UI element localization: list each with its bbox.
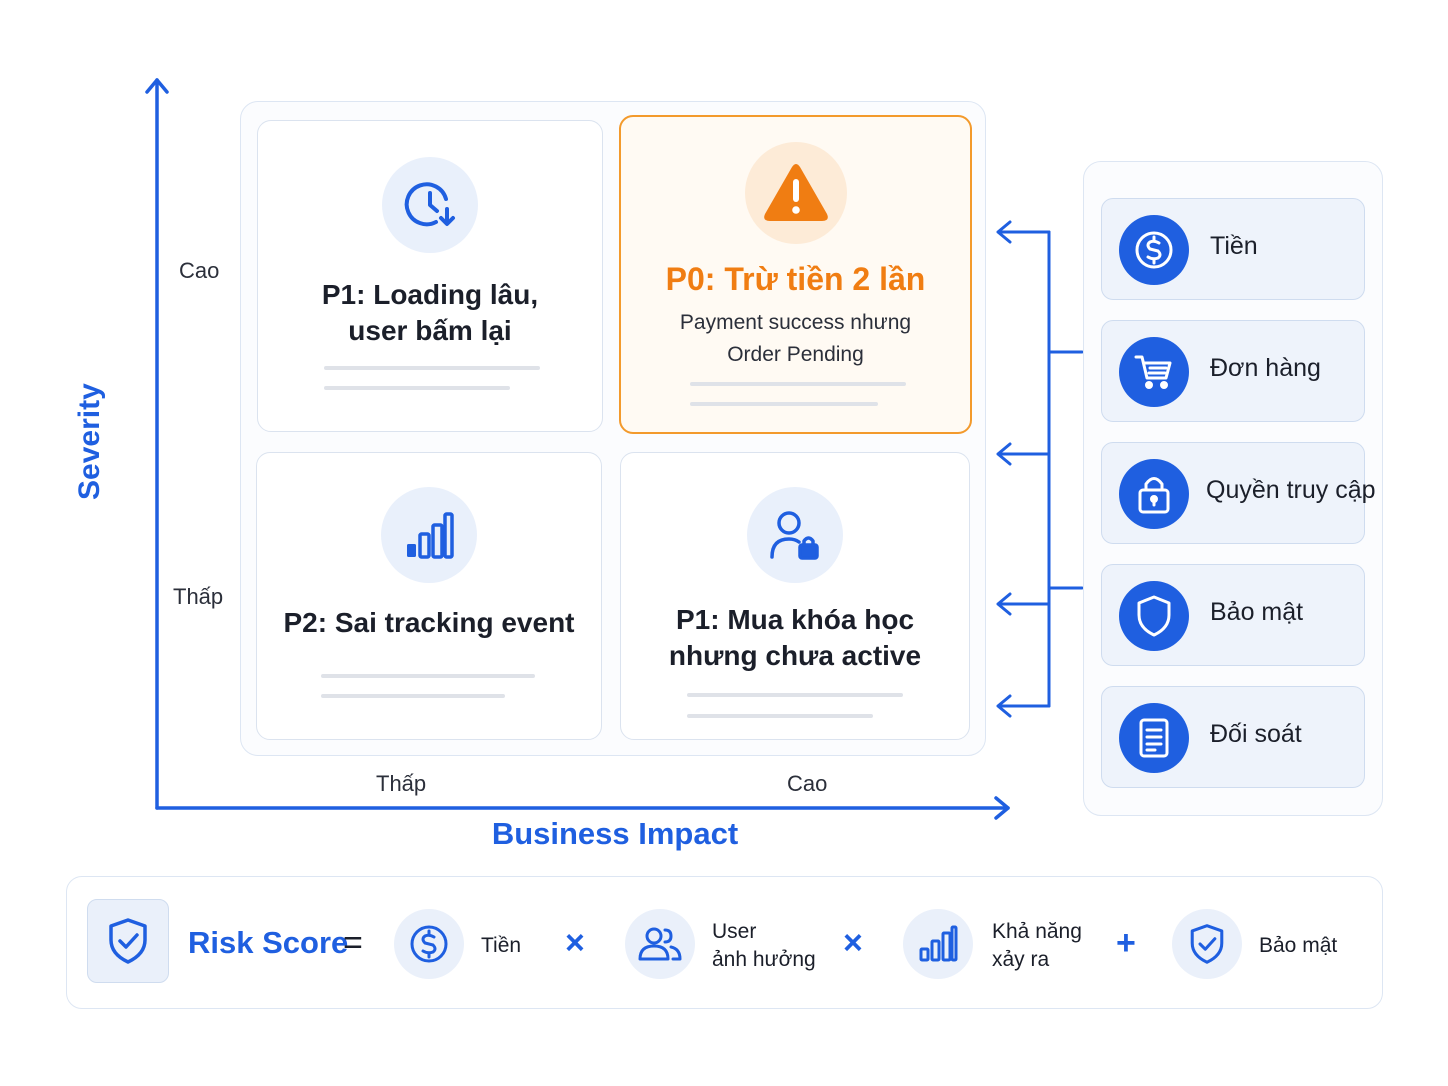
risk-score-formula <box>66 876 1383 1009</box>
shield-icon <box>1119 581 1189 651</box>
x-axis-title: Business Impact <box>491 816 739 851</box>
placeholder-line <box>321 674 535 678</box>
placeholder-line <box>321 694 505 698</box>
placeholder-line <box>687 693 903 697</box>
formula-term-security: Bảo mật <box>1259 934 1338 957</box>
bar-chart-icon <box>903 909 973 979</box>
warning-icon <box>744 142 847 244</box>
category-label: Tiền <box>1210 232 1258 260</box>
connector-arrow-2 <box>996 442 1051 466</box>
times-sign-2: × <box>843 924 863 962</box>
y-tick-high: Cao <box>179 258 220 283</box>
quadrant-top-right[interactable]: P0: Trừ tiền 2 lần Payment success nhưng… <box>619 115 972 434</box>
times-sign-1: × <box>565 924 585 962</box>
clock-icon <box>382 157 478 253</box>
y-tick-low: Thấp <box>173 584 224 609</box>
category-item-orders[interactable]: Đơn hàng <box>1101 320 1365 422</box>
cart-icon <box>1119 337 1189 407</box>
placeholder-line <box>324 386 510 390</box>
quadrant-top-left[interactable]: P1: Loading lâu, user bấm lại <box>257 120 603 432</box>
users-icon <box>625 909 695 979</box>
quadrant-bottom-right[interactable]: P1: Mua khóa học nhưng chưa active <box>620 452 970 740</box>
placeholder-line <box>324 366 540 370</box>
x-tick-low: Thấp <box>376 771 427 796</box>
placeholder-line <box>687 714 873 718</box>
bar-chart-icon <box>381 487 477 583</box>
quadrant-title-line2: nhưng chưa active <box>668 640 922 671</box>
connector-arrow-1 <box>996 220 1051 244</box>
formula-term-money: Tiền <box>481 934 522 957</box>
quadrant-subtitle-line2: Order Pending <box>727 343 864 366</box>
equals-sign: = <box>343 924 363 962</box>
formula-title: Risk Score <box>188 925 349 960</box>
lock-icon <box>1119 459 1189 529</box>
quadrant-subtitle-line1: Payment success nhưng <box>679 311 912 334</box>
placeholder-line <box>690 382 906 386</box>
formula-term-users-line1: User <box>712 920 757 943</box>
category-item-security[interactable]: Bảo mật <box>1101 564 1365 666</box>
category-item-money[interactable]: Tiền <box>1101 198 1365 300</box>
category-label: Bảo mật <box>1210 598 1304 626</box>
user-lock-icon <box>747 487 843 583</box>
quadrant-title-line2: user bấm lại <box>348 315 512 346</box>
category-item-access[interactable]: Quyền truy cập <box>1101 442 1376 544</box>
shield-check-icon <box>87 899 169 983</box>
y-axis-arrowhead <box>145 78 169 94</box>
category-label: Quyền truy cập <box>1206 476 1376 504</box>
category-label: Đối soát <box>1210 720 1302 748</box>
category-item-reconciliation[interactable]: Đối soát <box>1101 686 1365 788</box>
y-axis-title: Severity <box>73 383 106 500</box>
dollar-icon <box>394 909 464 979</box>
x-axis-arrowhead <box>994 796 1010 820</box>
shield-check-icon <box>1172 909 1242 979</box>
quadrant-title: P2: Sai tracking event <box>283 607 575 638</box>
formula-term-users-line2: ảnh hưởng <box>712 948 816 971</box>
quadrant-title-line1: P1: Mua khóa học <box>675 604 915 635</box>
dollar-icon <box>1119 215 1189 285</box>
plus-sign: + <box>1116 924 1136 962</box>
quadrant-bottom-left[interactable]: P2: Sai tracking event <box>256 452 602 740</box>
quadrant-title: P0: Trừ tiền 2 lần <box>665 261 926 297</box>
connector-arrow-4 <box>996 694 1051 718</box>
formula-term-likelihood-line1: Khả năng <box>992 920 1082 943</box>
placeholder-line <box>690 402 878 406</box>
connector-arrow-3 <box>996 592 1051 616</box>
x-tick-high: Cao <box>787 771 828 796</box>
formula-term-likelihood-line2: xảy ra <box>992 948 1050 971</box>
document-icon <box>1119 703 1189 773</box>
quadrant-title-line1: P1: Loading lâu, <box>321 279 539 310</box>
category-label: Đơn hàng <box>1210 354 1321 382</box>
